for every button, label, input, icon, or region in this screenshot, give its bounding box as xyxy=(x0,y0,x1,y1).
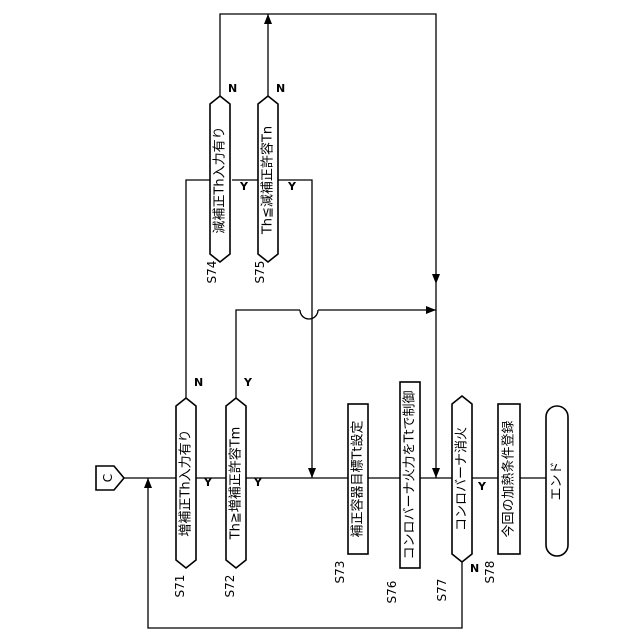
s78-text: 今回の加熱条件登録 xyxy=(501,420,517,537)
s74-no-label: N xyxy=(228,82,237,95)
connector-c-label: C xyxy=(101,474,115,482)
s78-step-id: S78 xyxy=(483,561,497,584)
s76-step-id: S76 xyxy=(385,581,399,604)
s74-step-id: S74 xyxy=(205,261,219,284)
s75-no-arrow xyxy=(264,14,272,24)
s76-text: コンロバーナ火力をTtで制御 xyxy=(403,390,418,559)
s72-no-arrow xyxy=(426,306,436,314)
s71-no-label: N xyxy=(194,376,203,389)
line-crossover xyxy=(300,310,318,319)
s74-text: 減補正Th入力有り xyxy=(212,126,228,233)
s73-text: 補正容器目標Tt設定 xyxy=(350,420,366,537)
right-bus-arrow-1 xyxy=(432,274,440,284)
s77-no-label: N xyxy=(470,562,479,575)
right-bus-arrow-2 xyxy=(432,468,440,478)
s77-yes-label: Y xyxy=(477,480,487,493)
s75-no-label: N xyxy=(276,82,285,95)
s77-step-id: S77 xyxy=(435,579,449,602)
s73-process: 補正容器目標Tt設定 S73 xyxy=(333,404,368,583)
s72-step-id: S72 xyxy=(223,575,237,598)
s72-decision: Th≧増補正許容Tm Y Y S72 xyxy=(223,376,263,597)
s71-text: 増補正Th入力有り xyxy=(179,429,194,536)
s71-no-line xyxy=(186,180,210,398)
s72-yes-label: Y xyxy=(253,476,263,489)
connector-c: C xyxy=(96,466,124,490)
s75-step-id: S75 xyxy=(253,261,267,284)
s75-decision: Th≦減補正許容Tn N Y S75 xyxy=(253,82,297,283)
s77-decision: コンロバーナ消火 Y N S77 xyxy=(435,396,487,601)
s73-step-id: S73 xyxy=(333,561,347,584)
s75-yes-label: Y xyxy=(287,180,297,193)
s71-step-id: S71 xyxy=(173,575,187,598)
s72-text: Th≧増補正許容Tm xyxy=(228,427,244,541)
s77-text: コンロバーナ消火 xyxy=(455,427,470,531)
s71-decision: 増補正Th入力有り N Y S71 xyxy=(173,376,213,597)
s75-yes-arrow xyxy=(308,468,316,478)
loop-arrow xyxy=(144,478,152,488)
s74-decision: 減補正Th入力有り N Y S74 xyxy=(205,82,249,283)
s78-process: 今回の加熱条件登録 S78 xyxy=(483,404,520,583)
s72-no-label: Y xyxy=(243,376,253,389)
s74-yes-label: Y xyxy=(239,180,249,193)
end-text: エンド xyxy=(550,461,565,500)
s76-process: コンロバーナ火力をTtで制御 S76 xyxy=(385,382,420,603)
end-terminator: エンド xyxy=(546,406,568,556)
s75-text: Th≦減補正許容Tn xyxy=(260,126,276,235)
s71-yes-label: Y xyxy=(203,476,213,489)
